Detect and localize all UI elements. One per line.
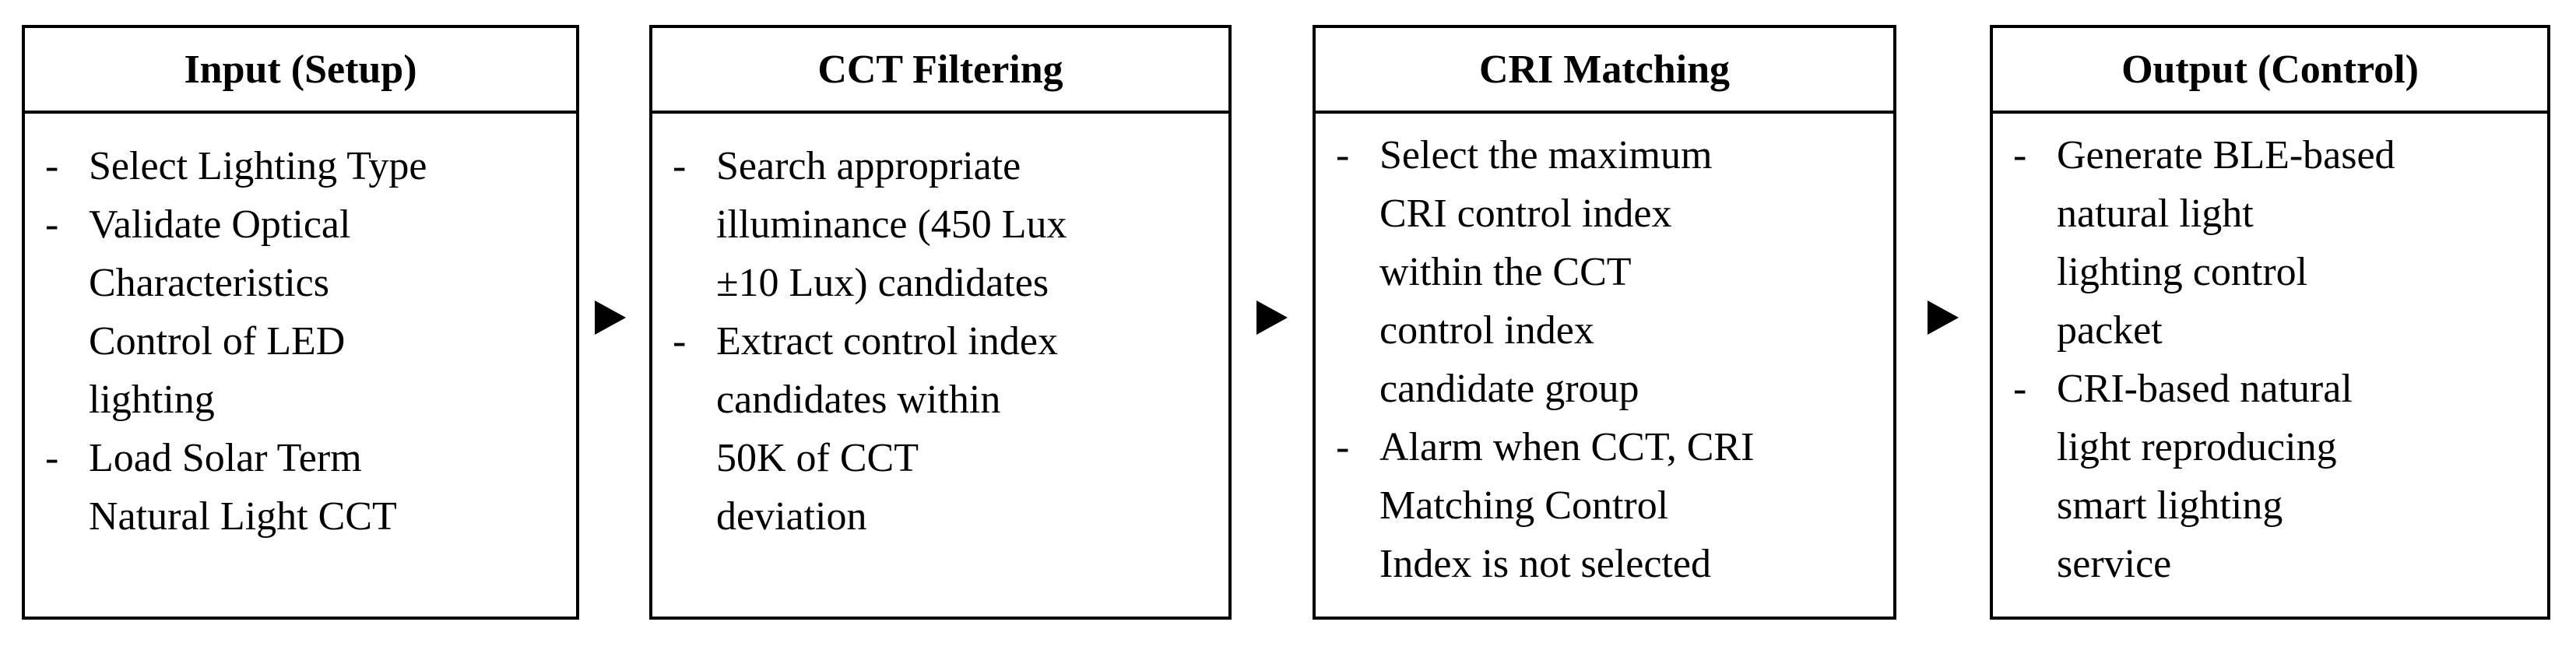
item-line: smart lighting: [2057, 483, 2283, 528]
list-item: - CRI-based natural light reproducing sm…: [2013, 360, 2529, 593]
item-line: candidates within: [716, 378, 1001, 422]
bullet-dash: -: [673, 144, 697, 188]
item-line: within the CCT: [1379, 250, 1632, 294]
item-text: Generate BLE-based natural light lightin…: [2057, 126, 2529, 360]
list-item: - Alarm when CCT, CRI Matching Control I…: [1336, 418, 1875, 593]
bullet-dash: -: [2013, 133, 2037, 177]
item-text: CRI-based natural light reproducing smar…: [2057, 360, 2529, 593]
item-line: Load Solar Term: [89, 436, 362, 480]
box-title: CRI Matching: [1316, 28, 1893, 114]
list-item: - Search appropriate illuminance (450 Lu…: [673, 137, 1210, 312]
input-setup-box: Input (Setup) - Select Lighting Type - V…: [22, 25, 579, 620]
list-item: - Select Lighting Type: [45, 137, 557, 195]
item-line: CRI control index: [1379, 191, 1672, 236]
item-text: Select Lighting Type: [89, 137, 557, 195]
right-triangle-arrow-icon: [1928, 300, 1959, 335]
box-body: - Select Lighting Type - Validate Optica…: [25, 114, 576, 546]
item-line: light reproducing: [2057, 425, 2337, 469]
box-body: - Search appropriate illuminance (450 Lu…: [652, 114, 1228, 546]
item-line: Extract control index: [716, 319, 1058, 364]
bullet-dash: -: [45, 436, 69, 480]
item-line: lighting control: [2057, 250, 2308, 294]
list-item: - Validate Optical Characteristics Contr…: [45, 195, 557, 429]
item-text: Search appropriate illuminance (450 Lux …: [716, 137, 1210, 312]
item-text: Extract control index candidates within …: [716, 312, 1210, 546]
item-line: Search appropriate: [716, 144, 1021, 188]
bullet-dash: -: [1336, 425, 1360, 469]
item-line: Generate BLE-based: [2057, 133, 2395, 177]
right-triangle-arrow-icon: [1256, 300, 1288, 335]
box-title: Output (Control): [1993, 28, 2547, 114]
item-line: Characteristics: [89, 261, 329, 305]
item-line: Validate Optical: [89, 202, 351, 247]
item-line: Index is not selected: [1379, 542, 1711, 586]
item-line: packet: [2057, 308, 2163, 353]
item-line: control index: [1379, 308, 1594, 353]
item-text: Alarm when CCT, CRI Matching Control Ind…: [1379, 418, 1875, 593]
list-item: - Select the maximum CRI control index w…: [1336, 126, 1875, 418]
box-title: CCT Filtering: [652, 28, 1228, 114]
item-line: lighting: [89, 378, 215, 422]
box-body: - Generate BLE-based natural light light…: [1993, 114, 2547, 593]
item-line: 50K of CCT: [716, 436, 919, 480]
cct-filtering-box: CCT Filtering - Search appropriate illum…: [649, 25, 1232, 620]
item-line: Matching Control: [1379, 483, 1669, 528]
item-line: Natural Light CCT: [89, 494, 397, 539]
item-text: Load Solar Term Natural Light CCT: [89, 429, 557, 546]
bullet-dash: -: [45, 144, 69, 188]
item-line: natural light: [2057, 191, 2254, 236]
item-line: Alarm when CCT, CRI: [1379, 425, 1755, 469]
bullet-dash: -: [673, 319, 697, 364]
box-body: - Select the maximum CRI control index w…: [1316, 114, 1893, 593]
bullet-dash: -: [1336, 133, 1360, 177]
list-item: - Extract control index candidates withi…: [673, 312, 1210, 546]
item-line: candidate group: [1379, 367, 1639, 411]
item-line: ±10 Lux) candidates: [716, 261, 1049, 305]
item-text: Validate Optical Characteristics Control…: [89, 195, 557, 429]
list-item: - Generate BLE-based natural light light…: [2013, 126, 2529, 360]
right-triangle-arrow-icon: [595, 300, 626, 335]
item-text: Select the maximum CRI control index wit…: [1379, 126, 1875, 418]
item-line: illuminance (450 Lux: [716, 202, 1067, 247]
cri-matching-box: CRI Matching - Select the maximum CRI co…: [1313, 25, 1896, 620]
item-line: Select Lighting Type: [89, 144, 427, 188]
item-line: Control of LED: [89, 319, 346, 364]
item-line: CRI-based natural: [2057, 367, 2353, 411]
box-title: Input (Setup): [25, 28, 576, 114]
list-item: - Load Solar Term Natural Light CCT: [45, 429, 557, 546]
bullet-dash: -: [45, 202, 69, 247]
output-control-box: Output (Control) - Generate BLE-based na…: [1990, 25, 2550, 620]
bullet-dash: -: [2013, 367, 2037, 411]
item-line: service: [2057, 542, 2172, 586]
item-line: Select the maximum: [1379, 133, 1713, 177]
item-line: deviation: [716, 494, 867, 539]
